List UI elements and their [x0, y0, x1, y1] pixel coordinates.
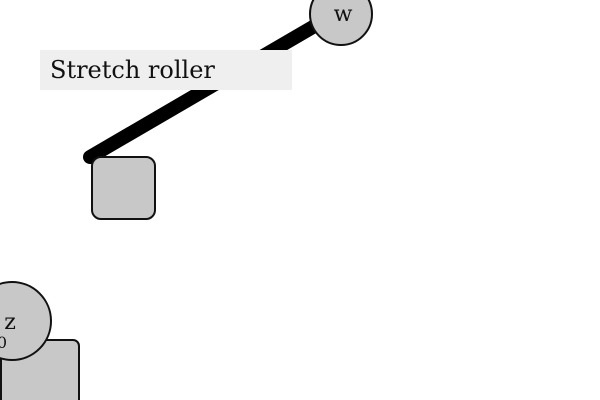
stretch-roller-label: Stretch roller [40, 50, 292, 90]
node-z-label: z [4, 310, 16, 335]
node-z-subscript: 0 [0, 333, 7, 352]
node-z-circle[interactable] [0, 281, 52, 361]
node-w-label: w [334, 2, 353, 27]
stretch-roller-block[interactable] [91, 156, 156, 220]
node-w-circle[interactable] [309, 0, 373, 46]
belt-line [83, 17, 325, 164]
